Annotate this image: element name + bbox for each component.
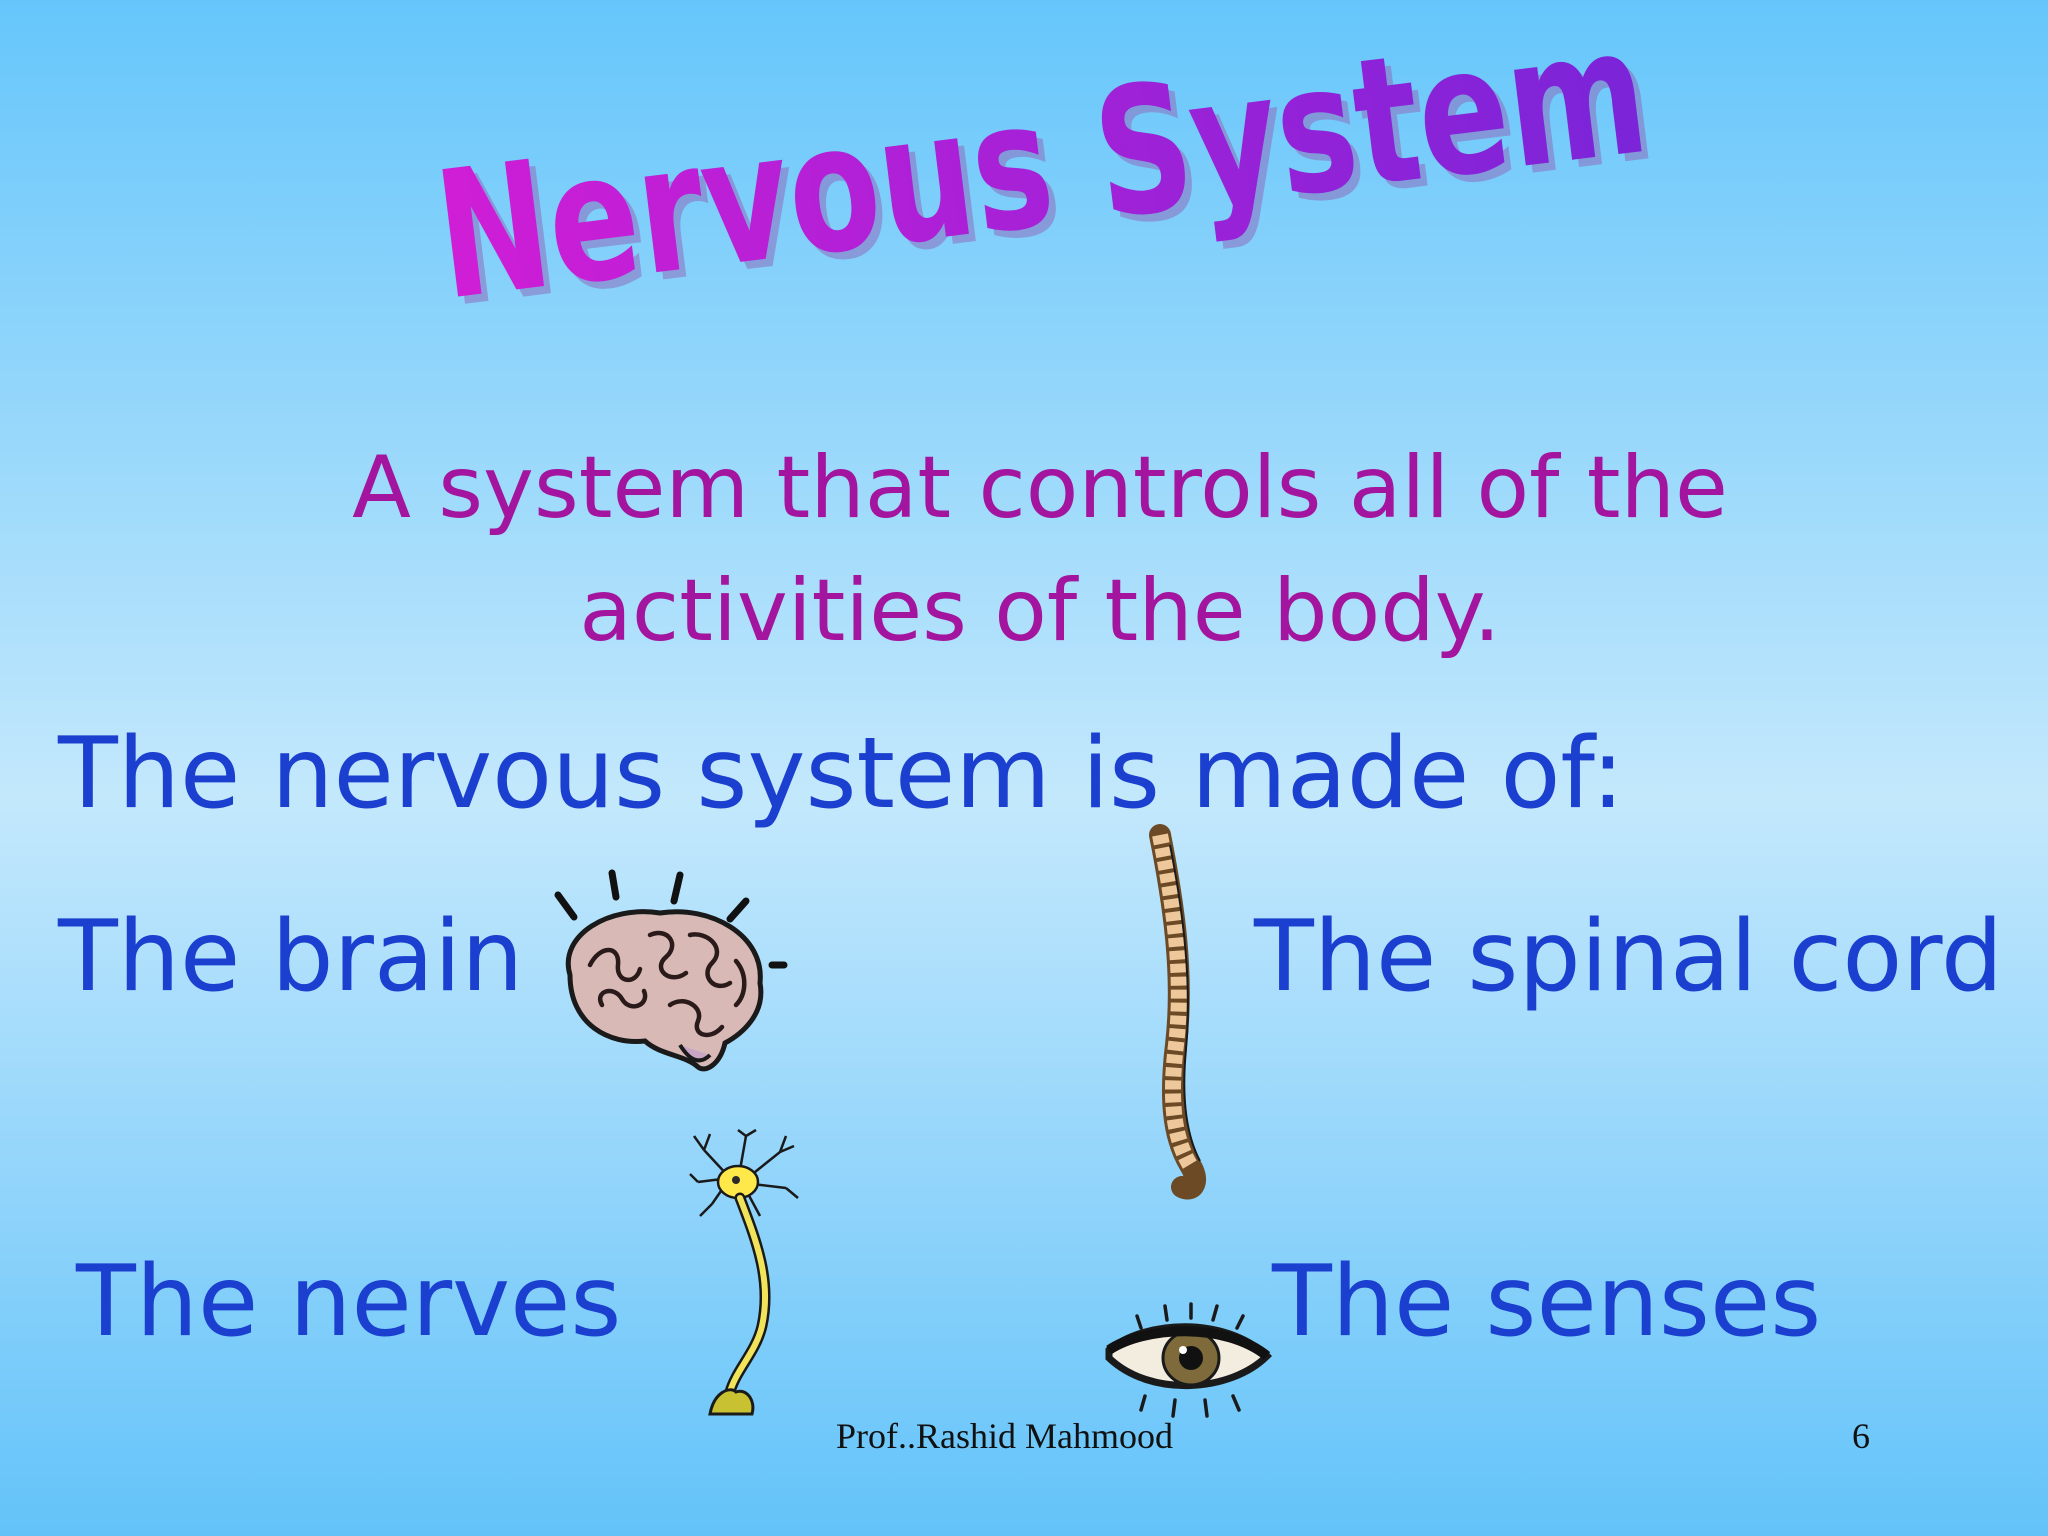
spine-icon (1130, 824, 1210, 1200)
slide-title: Nervous System Nervous System (426, 0, 1690, 347)
spinal-cord-label: The spinal cord (1254, 900, 2004, 1014)
intro-text: The nervous system is made of: (58, 717, 1625, 831)
title-text: Nervous System (426, 0, 1657, 340)
nerves-label: The nerves (76, 1245, 622, 1359)
senses-label: The senses (1272, 1245, 1822, 1359)
definition-line-2: activities of the body. (579, 561, 1501, 661)
page-number: 6 (1852, 1416, 1870, 1456)
neuron-icon (689, 1128, 800, 1420)
eye-icon (1105, 1300, 1273, 1420)
brain-label: The brain (58, 900, 524, 1014)
brain-icon (540, 865, 800, 1075)
footer-author: Prof..Rashid Mahmood (836, 1416, 1173, 1456)
definition-line-1: A system that controls all of the (352, 438, 1728, 538)
